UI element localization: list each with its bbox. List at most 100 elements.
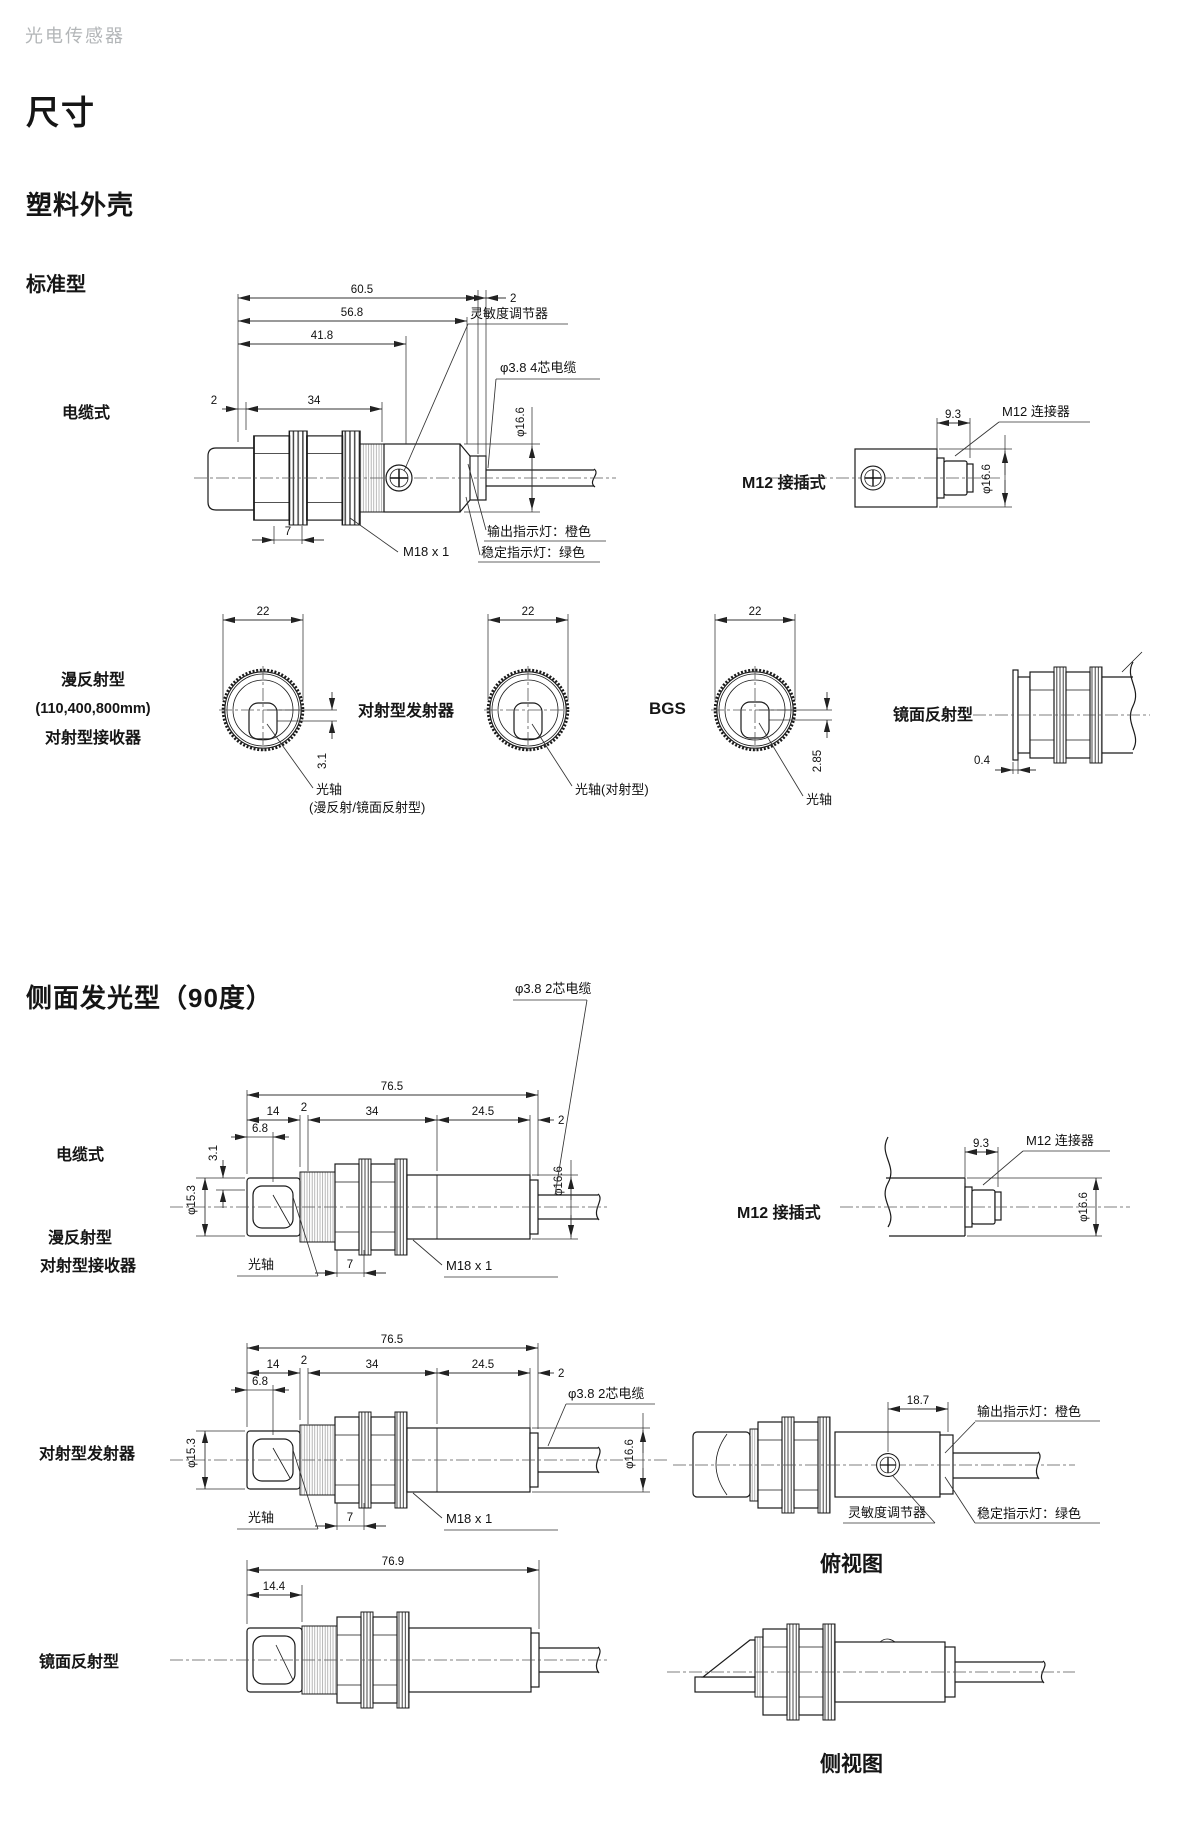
- dimensions: 0.4: [974, 755, 1036, 774]
- callouts: 灵敏度调节器 φ3.8 4芯电缆 输出指示灯：橙色 稳定指示灯：绿色 M18 x…: [349, 306, 606, 563]
- dimensions: 9.3 φ16.6: [964, 1138, 1102, 1237]
- callouts: M12 连接器: [954, 404, 1090, 457]
- side-view-mirror-partial: 0.4: [973, 651, 1150, 774]
- front-view-bgs: 22 2.85 光轴: [711, 606, 832, 807]
- dim-6-8: 6.8: [252, 1123, 268, 1135]
- dimensions: 18.7: [887, 1395, 949, 1452]
- label-optical-axis: 光轴: [248, 1257, 274, 1272]
- label-m12-connector: M12 连接器: [1002, 404, 1070, 419]
- dimensions: 76.9 14.4: [246, 1556, 540, 1629]
- label-diffuse-range: (110,400,800mm): [35, 701, 151, 717]
- label-optical-axis: 光轴: [806, 792, 832, 807]
- callouts: 光轴(对射型): [531, 723, 649, 797]
- section-side-emitting: 侧面发光型（90度）: [26, 983, 273, 1013]
- drawing-standard-cable: 60.5 2 56.8 41.8 2 34 7 φ16.6 灵敏度调节器 φ3.…: [194, 284, 616, 563]
- dim-9-3: 9.3: [945, 409, 961, 421]
- dimensions: 22: [487, 606, 569, 700]
- drawing-side-emitting-emitter: 76.5 14 2 34 24.5 2 6.8 φ15.3 φ16.6 7 φ: [170, 1334, 670, 1531]
- dim-34: 34: [366, 1359, 379, 1371]
- adjuster-screw: [385, 464, 413, 492]
- label-cable-4core: φ3.8 4芯电缆: [500, 360, 576, 375]
- callouts: φ3.8 2芯电缆 光轴 M18 x 1: [237, 1386, 655, 1531]
- front-view-emitter: 22 光轴(对射型): [484, 606, 649, 797]
- page-title: 尺寸: [26, 94, 96, 131]
- dimensions: 76.5 14 2 34 24.5 2 6.8 φ15.3 φ16.6 7: [186, 1334, 650, 1530]
- callouts: 输出指示灯：橙色 灵敏度调节器 稳定指示灯：绿色: [843, 1404, 1100, 1524]
- adjuster-screw: [875, 1452, 901, 1478]
- dim-34: 34: [366, 1106, 379, 1118]
- dim-2-a: 2: [301, 1102, 307, 1114]
- drawing-top-view: 18.7 输出指示灯：橙色 灵敏度调节器 稳定指示灯：绿色: [673, 1395, 1100, 1524]
- dim-dia15-3: φ15.3: [186, 1185, 198, 1215]
- label-m18-thread: M18 x 1: [446, 1511, 492, 1526]
- label-optical-axis-note: (漫反射/镜面反射型): [309, 800, 425, 815]
- label-m18-thread: M18 x 1: [446, 1258, 492, 1273]
- dim-60-5: 60.5: [351, 284, 373, 296]
- dim-2-85: 2.85: [812, 750, 824, 772]
- label-mirror-type-2: 镜面反射型: [39, 1654, 120, 1671]
- dim-dia16-6: φ16.6: [624, 1439, 636, 1469]
- label-m18-thread: M18 x 1: [403, 544, 449, 559]
- label-thru-receiver-2: 对射型接收器: [40, 1258, 137, 1275]
- dim-6-8: 6.8: [252, 1376, 268, 1388]
- dim-41-8: 41.8: [311, 330, 333, 342]
- dim-dia16-6: φ16.6: [981, 464, 993, 494]
- callouts: 光轴 (漫反射/镜面反射型): [266, 723, 425, 815]
- dim-0-4: 0.4: [974, 755, 991, 767]
- drawing-side-view: [667, 1623, 1075, 1721]
- dim-76-9: 76.9: [382, 1556, 404, 1568]
- dimensions: 22 3.1: [222, 606, 337, 769]
- dim-2-right: 2: [510, 293, 516, 305]
- drawing-mirror-side-emitting: 76.9 14.4: [170, 1556, 610, 1709]
- label-stability-led: 稳定指示灯：绿色: [977, 1506, 1081, 1521]
- dim-dia15-3: φ15.3: [186, 1438, 198, 1468]
- label-optical-axis: 光轴: [316, 782, 342, 797]
- dim-2-left: 2: [211, 395, 217, 407]
- sensor-outline: [1012, 651, 1143, 764]
- label-diffuse-block: 漫反射型 (110,400,800mm) 对射型接收器: [18, 666, 168, 753]
- label-sensitivity-adjuster: 灵敏度调节器: [470, 306, 548, 321]
- label-thru-emitter-2: 对射型发射器: [39, 1446, 136, 1463]
- label-sensitivity-adjuster: 灵敏度调节器: [848, 1505, 926, 1520]
- callouts: 光轴: [758, 722, 832, 807]
- dim-14: 14: [267, 1359, 280, 1371]
- page-brand: 光电传感器: [25, 26, 125, 46]
- label-cable-2core: φ3.8 2芯电缆: [515, 981, 591, 996]
- dim-2-b: 2: [558, 1115, 564, 1127]
- drawing-side-emitting-cable: 76.5 14 2 34 24.5 2 6.8 3.1 φ15.3 φ16.6 …: [170, 981, 610, 1278]
- dim-3-1: 3.1: [208, 1145, 220, 1161]
- label-m12-type: M12 接插式: [742, 475, 826, 492]
- dim-76-5: 76.5: [381, 1334, 403, 1346]
- label-output-led: 输出指示灯：橙色: [487, 524, 591, 539]
- dim-7: 7: [347, 1512, 353, 1524]
- crosshair: [484, 666, 572, 754]
- dim-24-5: 24.5: [472, 1359, 494, 1371]
- dim-dia16-6: φ16.6: [515, 407, 527, 437]
- dim-24-5: 24.5: [472, 1106, 494, 1118]
- label-thru-emitter: 对射型发射器: [358, 703, 455, 720]
- drawing-side-emitting-m12: 9.3 φ16.6 M12 连接器: [840, 1133, 1130, 1237]
- dim-22: 22: [257, 606, 270, 618]
- dimensions: 22 2.85: [714, 606, 832, 772]
- dim-dia16-6: φ16.6: [1078, 1192, 1090, 1222]
- label-diffuse: 漫反射型: [60, 672, 125, 689]
- dim-2-a: 2: [301, 1355, 307, 1367]
- adjuster-screw: [860, 465, 886, 491]
- dim-34: 34: [308, 395, 321, 407]
- callouts: φ3.8 2芯电缆 光轴 M18 x 1: [237, 981, 591, 1278]
- label-mirror-type: 镜面反射型: [893, 707, 974, 724]
- dim-22: 22: [522, 606, 535, 618]
- label-stability-led: 稳定指示灯：绿色: [481, 545, 585, 560]
- dim-22: 22: [749, 606, 762, 618]
- dimensions: 9.3 φ16.6: [936, 409, 1012, 508]
- dim-7: 7: [285, 526, 291, 538]
- dimensions: 60.5 2 56.8 41.8 2 34 7 φ16.6: [211, 284, 540, 544]
- dim-76-5: 76.5: [381, 1081, 403, 1093]
- label-m12-type-2: M12 接插式: [737, 1205, 821, 1222]
- label-optical-axis-thru: 光轴(对射型): [575, 782, 649, 797]
- caption-top-view: 俯视图: [820, 1553, 883, 1576]
- label-bgs: BGS: [649, 699, 686, 718]
- dim-14-4: 14.4: [263, 1581, 286, 1593]
- dim-18-7: 18.7: [907, 1395, 929, 1407]
